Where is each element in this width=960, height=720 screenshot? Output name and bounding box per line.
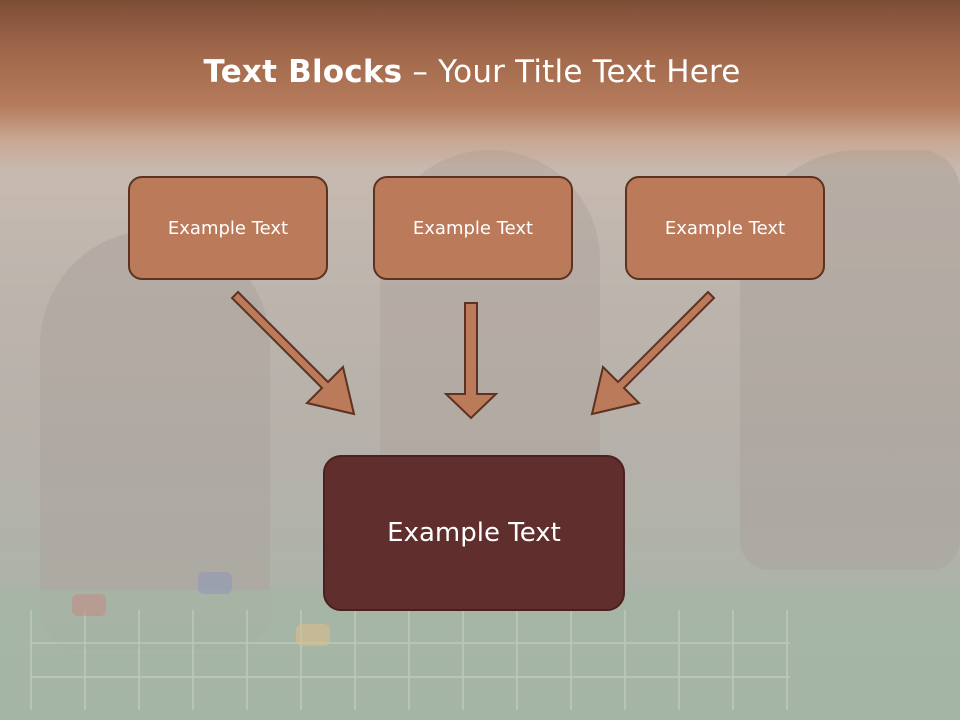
arrow-center-down [443,302,499,420]
text-block-1[interactable]: Example Text [128,176,328,280]
arrow-left-diagonal [230,290,356,416]
background-photo-chips [72,594,106,616]
title-bold: Text Blocks [203,54,403,90]
background-photo-chips [296,624,330,646]
text-block-3[interactable]: Example Text [625,176,825,280]
text-block-1-label: Example Text [167,217,289,239]
arrow-right-diagonal [590,290,716,416]
background-photo-table-grid [30,610,790,710]
text-block-main[interactable]: Example Text [323,455,625,611]
text-block-main-label: Example Text [387,518,561,548]
slide-title: Text Blocks – Your Title Text Here [0,54,944,90]
background-photo-roulette-table [0,590,960,720]
title-separator: – [402,54,439,90]
text-block-2-label: Example Text [412,217,534,239]
title-bar [0,0,960,170]
background-photo-chips [198,572,232,594]
title-rest: Your Title Text Here [438,54,741,90]
text-block-2[interactable]: Example Text [373,176,573,280]
text-block-3-label: Example Text [664,217,786,239]
